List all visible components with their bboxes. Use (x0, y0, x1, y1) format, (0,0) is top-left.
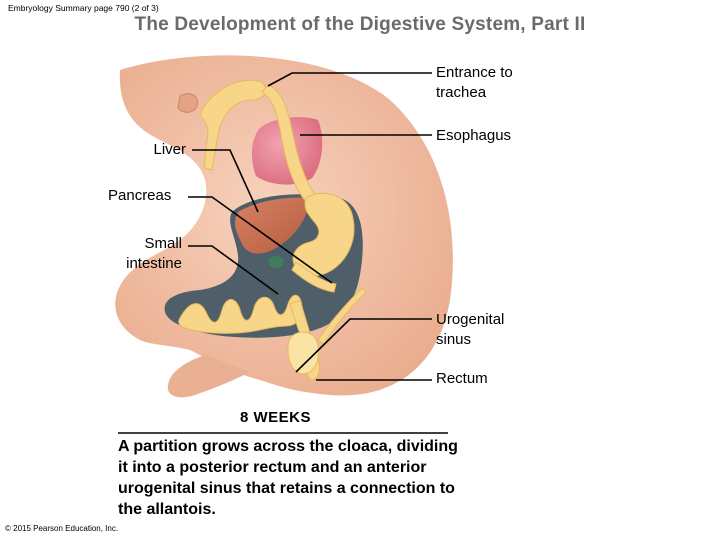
liver (235, 197, 310, 254)
label-urogenital-line2: sinus (436, 331, 472, 348)
leader-lines (188, 72, 432, 381)
leader-entrance-to-trachea (267, 72, 432, 87)
leader-small-intestine (188, 245, 279, 295)
leader-pancreas (188, 196, 333, 284)
label-small-intestine: Small intestine (100, 234, 182, 274)
duodenum (291, 261, 337, 293)
pharynx (199, 79, 267, 171)
label-rectum: Rectum (436, 370, 488, 387)
embryo-limb (167, 355, 250, 398)
gallbladder (268, 256, 284, 268)
caption-highlight: urogenital sinus (118, 480, 242, 497)
stage-label: 8 WEEKS (240, 409, 312, 426)
leader-liver (192, 149, 259, 213)
page-title: The Development of the Digestive System,… (134, 14, 586, 35)
stomach (292, 192, 355, 277)
copyright: © 2015 Pearson Education, Inc. (5, 524, 119, 533)
label-liver: Liver (153, 141, 186, 158)
body-cavity (164, 194, 363, 338)
label-small-intestine-line1: Small (144, 235, 182, 252)
caption: A partition grows across the cloaca, div… (118, 436, 458, 520)
embryo-ear (177, 93, 199, 113)
header-note: Embryology Summary page 790 (2 of 3) (8, 3, 159, 13)
caption-part2: that retains a connection to the allanto… (118, 480, 455, 518)
label-entrance-to-trachea: Entrance to trachea (436, 63, 513, 103)
leader-urogenital-sinus (295, 318, 432, 373)
caption-part1: A partition grows across the cloaca, div… (118, 438, 458, 476)
small-intestine (178, 294, 303, 334)
label-urogenital-line1: Urogenital (436, 311, 505, 328)
label-entrance-line1: Entrance to (436, 64, 513, 81)
label-urogenital-sinus: Urogenital sinus (436, 310, 504, 350)
urogenital-sinus-shape (287, 331, 319, 375)
allantois (317, 287, 367, 345)
label-pancreas: Pancreas (108, 187, 172, 204)
label-small-intestine-line2: intestine (126, 255, 182, 272)
label-esophagus: Esophagus (436, 127, 512, 144)
label-entrance-line2: trachea (436, 84, 487, 101)
